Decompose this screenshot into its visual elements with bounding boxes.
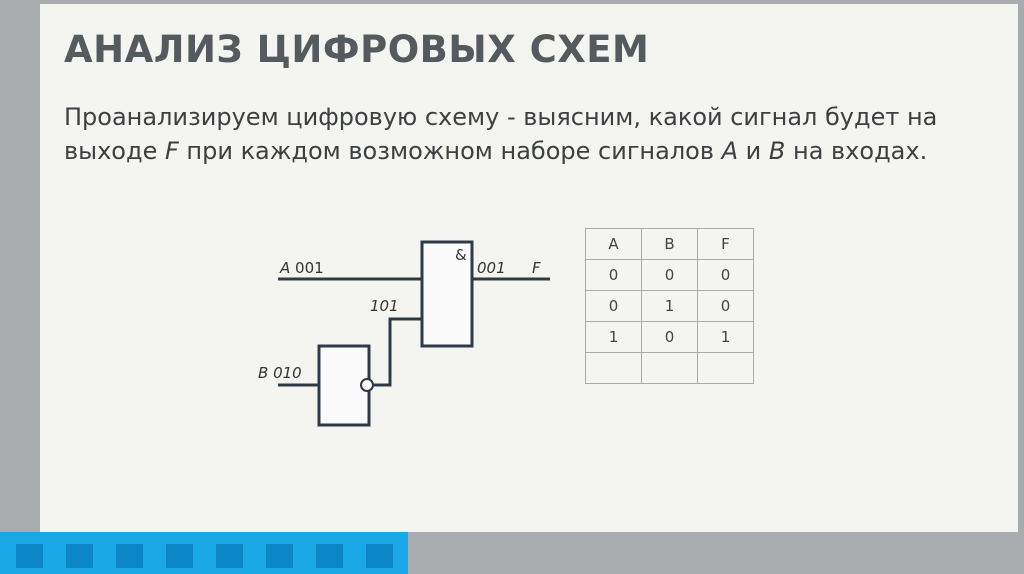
intro-part3: и	[738, 137, 769, 165]
intro-var-f: F	[164, 137, 179, 165]
header-cell-b: B	[641, 228, 698, 260]
decor-square	[66, 544, 93, 568]
table-cell: 1	[641, 290, 698, 322]
table-row: 0 0 0	[585, 259, 754, 291]
table-cell: 1	[585, 321, 642, 353]
not-gate-inverter-bubble	[360, 378, 374, 392]
intro-var-b: B	[768, 137, 786, 165]
decor-square	[216, 544, 243, 568]
and-gate	[420, 240, 474, 348]
table-cell: 0	[697, 259, 754, 291]
truth-table-header-row: A B F	[585, 228, 754, 260]
slide-title: АНАЛИЗ ЦИФРОВЫХ СХЕМ	[64, 28, 650, 71]
table-cell	[641, 352, 698, 384]
frame-left	[0, 0, 40, 574]
header-cell-a: A	[585, 228, 642, 260]
wire-not-to-and	[373, 317, 422, 387]
table-row	[585, 352, 754, 384]
decor-square	[16, 544, 43, 568]
decor-square	[266, 544, 293, 568]
table-row: 0 1 0	[585, 290, 754, 322]
table-cell	[697, 352, 754, 384]
logic-circuit-diagram: & A 001 B 010 101 001 F	[258, 240, 550, 427]
intro-text: Проанализируем цифровую схему - выясним,…	[64, 100, 944, 168]
table-cell: 0	[641, 259, 698, 291]
output-f-label: F	[532, 259, 541, 277]
table-cell	[585, 352, 642, 384]
decor-square	[316, 544, 343, 568]
header-cell-f: F	[697, 228, 754, 260]
input-a-label: A 001	[279, 259, 324, 277]
table-row: 1 0 1	[585, 321, 754, 353]
intro-part2: при каждом возможном наборе сигналов	[178, 137, 722, 165]
decor-square	[366, 544, 393, 568]
table-cell: 1	[697, 321, 754, 353]
and-gate-symbol: &	[455, 246, 467, 264]
truth-table: A B F 0 0 0 0 1 0 1 0 1	[585, 228, 754, 384]
table-cell: 0	[585, 259, 642, 291]
decor-square	[116, 544, 143, 568]
table-cell: 0	[641, 321, 698, 353]
bottom-decoration	[16, 544, 393, 568]
output-value-label: 001	[477, 259, 506, 277]
not-output-label: 101	[370, 297, 399, 315]
intro-var-a: A	[721, 137, 739, 165]
intro-part1: Проанализируем цифровую схему - выясним,…	[64, 103, 938, 165]
frame-right	[1018, 0, 1024, 574]
decor-square	[166, 544, 193, 568]
intro-part4: на входах.	[785, 137, 928, 165]
table-cell: 0	[697, 290, 754, 322]
table-cell: 0	[585, 290, 642, 322]
frame-top	[0, 0, 1024, 4]
input-b-label: B 010	[258, 364, 302, 382]
